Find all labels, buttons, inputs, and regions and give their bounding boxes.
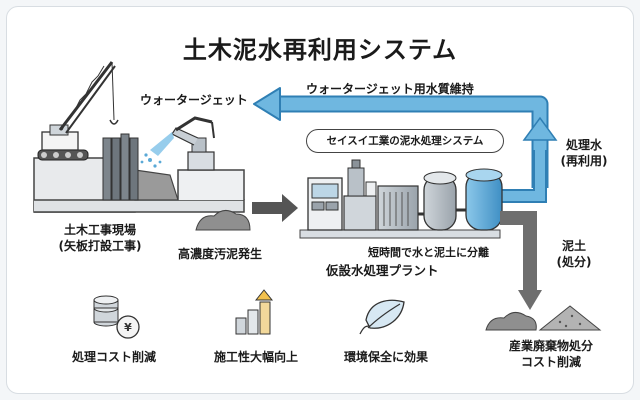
label-separation: 短時間で水と泥土に分離 <box>368 246 489 259</box>
label-waste-line2: コスト削減 <box>520 355 581 369</box>
label-plant: 仮設水処理プラント <box>326 263 439 278</box>
construction-site-illustration <box>33 61 245 213</box>
diagram-title: 土木泥水再利用システム <box>182 36 458 64</box>
label-soil: 泥土 (処分) <box>546 238 602 270</box>
label-water-quality: ウォータージェット用水質維持 <box>306 82 474 96</box>
sludge-pile-icon <box>195 210 251 231</box>
flow-arrow-to-plant <box>252 194 298 222</box>
water-treatment-plant-illustration <box>299 159 537 262</box>
treated-water-return-pipe <box>253 87 558 203</box>
leaf-icon <box>359 299 405 335</box>
bar-growth-icon <box>235 289 274 335</box>
label-treated-water-line1: 処理水 <box>565 138 602 152</box>
label-treated-water-line2: (再利用) <box>560 154 608 168</box>
label-water-jet: ウォータージェット <box>140 93 248 107</box>
benefit-label-workability: 施工性大幅向上 <box>213 350 298 364</box>
label-soil-line2: (処分) <box>556 255 592 269</box>
soil-disposal-arrow <box>518 222 542 310</box>
benefit-label-cost: 処理コスト削減 <box>71 350 156 364</box>
waste-piles-icon <box>485 305 602 331</box>
label-waste-line1: 産業廃棄物処分 <box>508 339 593 353</box>
coin-stack-icon: ¥ <box>93 295 140 339</box>
label-waste-cost: 産業廃棄物処分 コスト削減 <box>486 338 616 370</box>
label-soil-line1: 泥土 <box>561 239 586 253</box>
label-site-line2: (矢板打設工事) <box>58 239 142 253</box>
label-site-line1: 土木工事現場 <box>63 223 136 237</box>
water-jet-machine-icon <box>140 116 215 171</box>
crane-icon <box>37 61 119 161</box>
svg-text:¥: ¥ <box>124 321 132 334</box>
label-treated-water: 処理水 (再利用) <box>548 137 620 169</box>
label-construction-site: 土木工事現場 (矢板打設工事) <box>40 222 160 254</box>
label-sludge: 高濃度汚泥発生 <box>178 247 263 261</box>
label-plant-system: セイスイ工業の泥水処理システム <box>306 129 504 153</box>
sheet-piles <box>102 133 139 201</box>
benefit-label-environment: 環境保全に効果 <box>343 350 428 364</box>
